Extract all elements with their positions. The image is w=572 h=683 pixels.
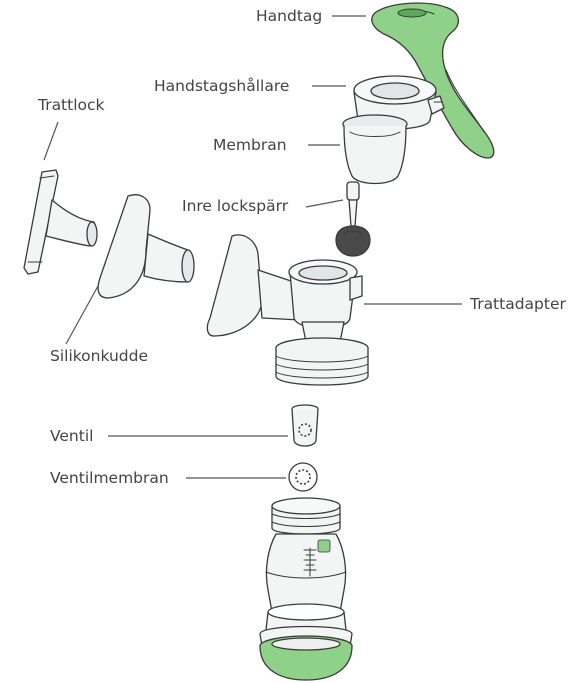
inner-lock-label: Inre lockspärr (182, 197, 289, 215)
valve-part (292, 405, 318, 446)
silicone-cushion-part (98, 195, 194, 298)
funnel-lid-leader-line (44, 122, 58, 160)
silicone-cushion-leader-line (66, 286, 98, 344)
inner-lock-part (336, 182, 370, 256)
funnel-lid-part (24, 170, 97, 274)
silicone-cushion-label: Silikonkudde (50, 347, 148, 365)
handle-label: Handtag (256, 7, 322, 25)
valve-membrane-label: Ventilmembran (50, 469, 169, 487)
valve-membrane-part (289, 463, 317, 491)
valve-label: Ventil (50, 427, 93, 445)
inner-lock-leader-line (306, 200, 343, 207)
funnel-lid-label: Trattlock (37, 96, 105, 114)
funnel-adapter-label: Trattadapter (469, 295, 567, 313)
handle-holder-label: Handstagshållare (154, 77, 289, 95)
membrane-part (343, 115, 407, 184)
bottle-part (260, 498, 352, 680)
funnel-adapter-part (207, 235, 368, 385)
membrane-label: Membran (213, 136, 287, 154)
